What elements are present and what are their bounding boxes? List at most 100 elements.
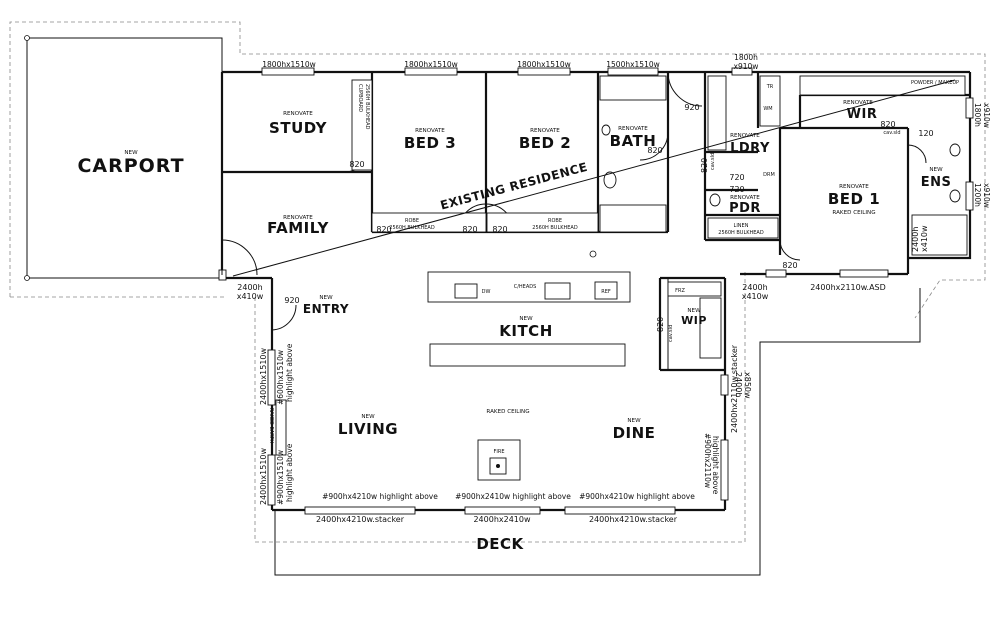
win-wip-b: x850w bbox=[743, 372, 752, 399]
wir-tag: RENOVATE bbox=[843, 100, 873, 106]
robe-bed3-label: ROBE bbox=[405, 218, 419, 224]
ref-label: REF bbox=[601, 289, 611, 295]
door-bed2: 820 bbox=[492, 225, 507, 234]
robe-bed2-bulkhead: 2560H BULKHEAD bbox=[532, 225, 578, 231]
wip-name: WIP bbox=[681, 314, 707, 327]
tr-label: TR bbox=[766, 84, 774, 90]
win-right-1-hl2: highlight above bbox=[711, 436, 720, 495]
cav-sld-wip: cav.sld bbox=[668, 325, 674, 342]
pdr-name: PDR bbox=[729, 201, 761, 216]
windows bbox=[218, 67, 974, 515]
living-name: LIVING bbox=[338, 420, 398, 438]
win-left-2-hl: #900hx1510w bbox=[276, 450, 285, 505]
study-tag: RENOVATE bbox=[283, 111, 313, 117]
win-left-2-hl2: highlight above bbox=[285, 443, 294, 502]
door-family: 820 bbox=[376, 225, 391, 234]
win-top-5b: x910w bbox=[734, 62, 759, 71]
win-wip: 2400h bbox=[734, 372, 743, 397]
door-ldry: 820 bbox=[700, 158, 709, 173]
kitch-tag: NEW bbox=[519, 316, 533, 322]
win-garage: 2400h bbox=[237, 283, 262, 292]
win-deck-3: 2400hx4210w.stacker bbox=[589, 515, 678, 524]
bed3-tag: RENOVATE bbox=[415, 128, 445, 134]
win-left-2: 2400hx1510w bbox=[259, 447, 268, 505]
carport-tag: NEW bbox=[124, 150, 138, 156]
fire-label: FIRE bbox=[494, 449, 505, 455]
bed1-name: BED 1 bbox=[828, 190, 880, 208]
wir-name: WIR bbox=[847, 107, 878, 122]
win-top-4: 1500hx1510w bbox=[606, 60, 660, 69]
door-wir: 820 bbox=[880, 120, 895, 129]
bed1-note: RAKED CEILING bbox=[832, 210, 875, 216]
win-deck-1: 2400hx4210w.stacker bbox=[316, 515, 405, 524]
living-tag: NEW bbox=[361, 414, 375, 420]
linen-label: LINEN bbox=[734, 223, 749, 229]
cheads-label: C/HEADS bbox=[514, 284, 537, 290]
dine-name: DINE bbox=[613, 424, 656, 442]
window-labels: 1800hx1510w 1800hx1510w 1800hx1510w 1500… bbox=[237, 53, 991, 524]
door-ens: 120 bbox=[918, 129, 933, 138]
win-front-1b: x410w bbox=[742, 292, 769, 301]
win-ens-2b: x910w bbox=[982, 183, 991, 208]
win-ens-2: 1200h bbox=[973, 183, 982, 207]
raked-earth-label: RAKED EARTH bbox=[268, 408, 274, 443]
bath-tag: RENOVATE bbox=[618, 126, 648, 132]
win-left-1-hl: #600hx1510w bbox=[276, 350, 285, 405]
lndry-name: LDRY bbox=[730, 141, 770, 156]
win-deck-3-hl: #900hx4210w highlight above bbox=[579, 492, 695, 501]
dine-tag: NEW bbox=[627, 418, 641, 424]
room-labels: NEW CARPORT RENOVATE STUDY RENOVATE BED … bbox=[77, 100, 952, 553]
bed1-tag: RENOVATE bbox=[839, 184, 869, 190]
deck-name: DECK bbox=[476, 535, 524, 553]
wip-tag: NEW bbox=[687, 308, 701, 314]
bath-name: BATH bbox=[610, 132, 657, 150]
door-linen: 720 bbox=[729, 173, 744, 182]
win-top-5: 1800h bbox=[734, 53, 758, 62]
linen-bulkhead-label: 2560H BULKHEAD bbox=[718, 230, 764, 236]
door-study: 820 bbox=[349, 160, 364, 169]
win-deck-1-hl: #900hx4210w highlight above bbox=[322, 492, 438, 501]
door-bed1: 820 bbox=[782, 261, 797, 270]
win-ens-1b: x910w bbox=[982, 103, 991, 128]
wm-label: WM bbox=[763, 106, 772, 112]
family-tag: RENOVATE bbox=[283, 215, 313, 221]
win-front-1: 2400h bbox=[742, 283, 767, 292]
ens-name: ENS bbox=[921, 175, 952, 190]
robe-bed3-bulkhead: 2560H BULKHEAD bbox=[389, 225, 435, 231]
door-pdr: 720 bbox=[729, 185, 744, 194]
win-right-1: 2400hx2110w.stacker bbox=[730, 344, 739, 433]
entry-tag: NEW bbox=[319, 295, 333, 301]
cav-sld-bed1: cav.sld bbox=[883, 130, 900, 136]
cav-sld-ldry: cav.sld bbox=[710, 153, 716, 170]
robe-bed2-label: ROBE bbox=[548, 218, 562, 224]
existing-residence-label: EXISTING RESIDENCE bbox=[439, 160, 589, 213]
lndry-tag: RENOVATE bbox=[730, 133, 760, 139]
ens-tag: NEW bbox=[929, 167, 943, 173]
drm-label: DRM bbox=[763, 172, 775, 178]
fixtures bbox=[275, 75, 968, 481]
kitch-name: KITCH bbox=[499, 322, 553, 340]
door-entry: 920 bbox=[284, 296, 299, 305]
win-right-1-hl: #900hx2110w bbox=[703, 433, 712, 488]
eave-outlines bbox=[9, 21, 986, 543]
family-name: FAMILY bbox=[267, 219, 329, 237]
win-left-1: 2400hx1510w bbox=[259, 347, 268, 405]
powder-makeup-label: POWDER / MAKEUP bbox=[911, 80, 959, 86]
bed2-tag: RENOVATE bbox=[530, 128, 560, 134]
study-name: STUDY bbox=[269, 119, 328, 137]
win-right-small: 2400h bbox=[911, 227, 920, 252]
door-labels: 820 820 820 820 920 820 820 720 720 820 … bbox=[284, 103, 933, 332]
win-garage-b: x410w bbox=[237, 292, 264, 301]
pdr-tag: RENOVATE bbox=[730, 195, 760, 201]
entry-name: ENTRY bbox=[303, 302, 349, 316]
existing-residence-line bbox=[232, 79, 956, 277]
win-top-2: 1800hx1510w bbox=[404, 60, 458, 69]
raked-ceiling-label: RAKED CEILING bbox=[486, 409, 529, 415]
win-top-1: 1800hx1510w bbox=[262, 60, 316, 69]
win-right-small-b: x410w bbox=[920, 225, 929, 252]
win-deck-2: 2400hx2410w bbox=[473, 515, 531, 524]
door-bed3: 820 bbox=[462, 225, 477, 234]
cupboard-bulkhead-label: 2560H BULKHEAD bbox=[364, 84, 370, 130]
win-front-2: 2400hx2110w.ASD bbox=[810, 283, 886, 292]
